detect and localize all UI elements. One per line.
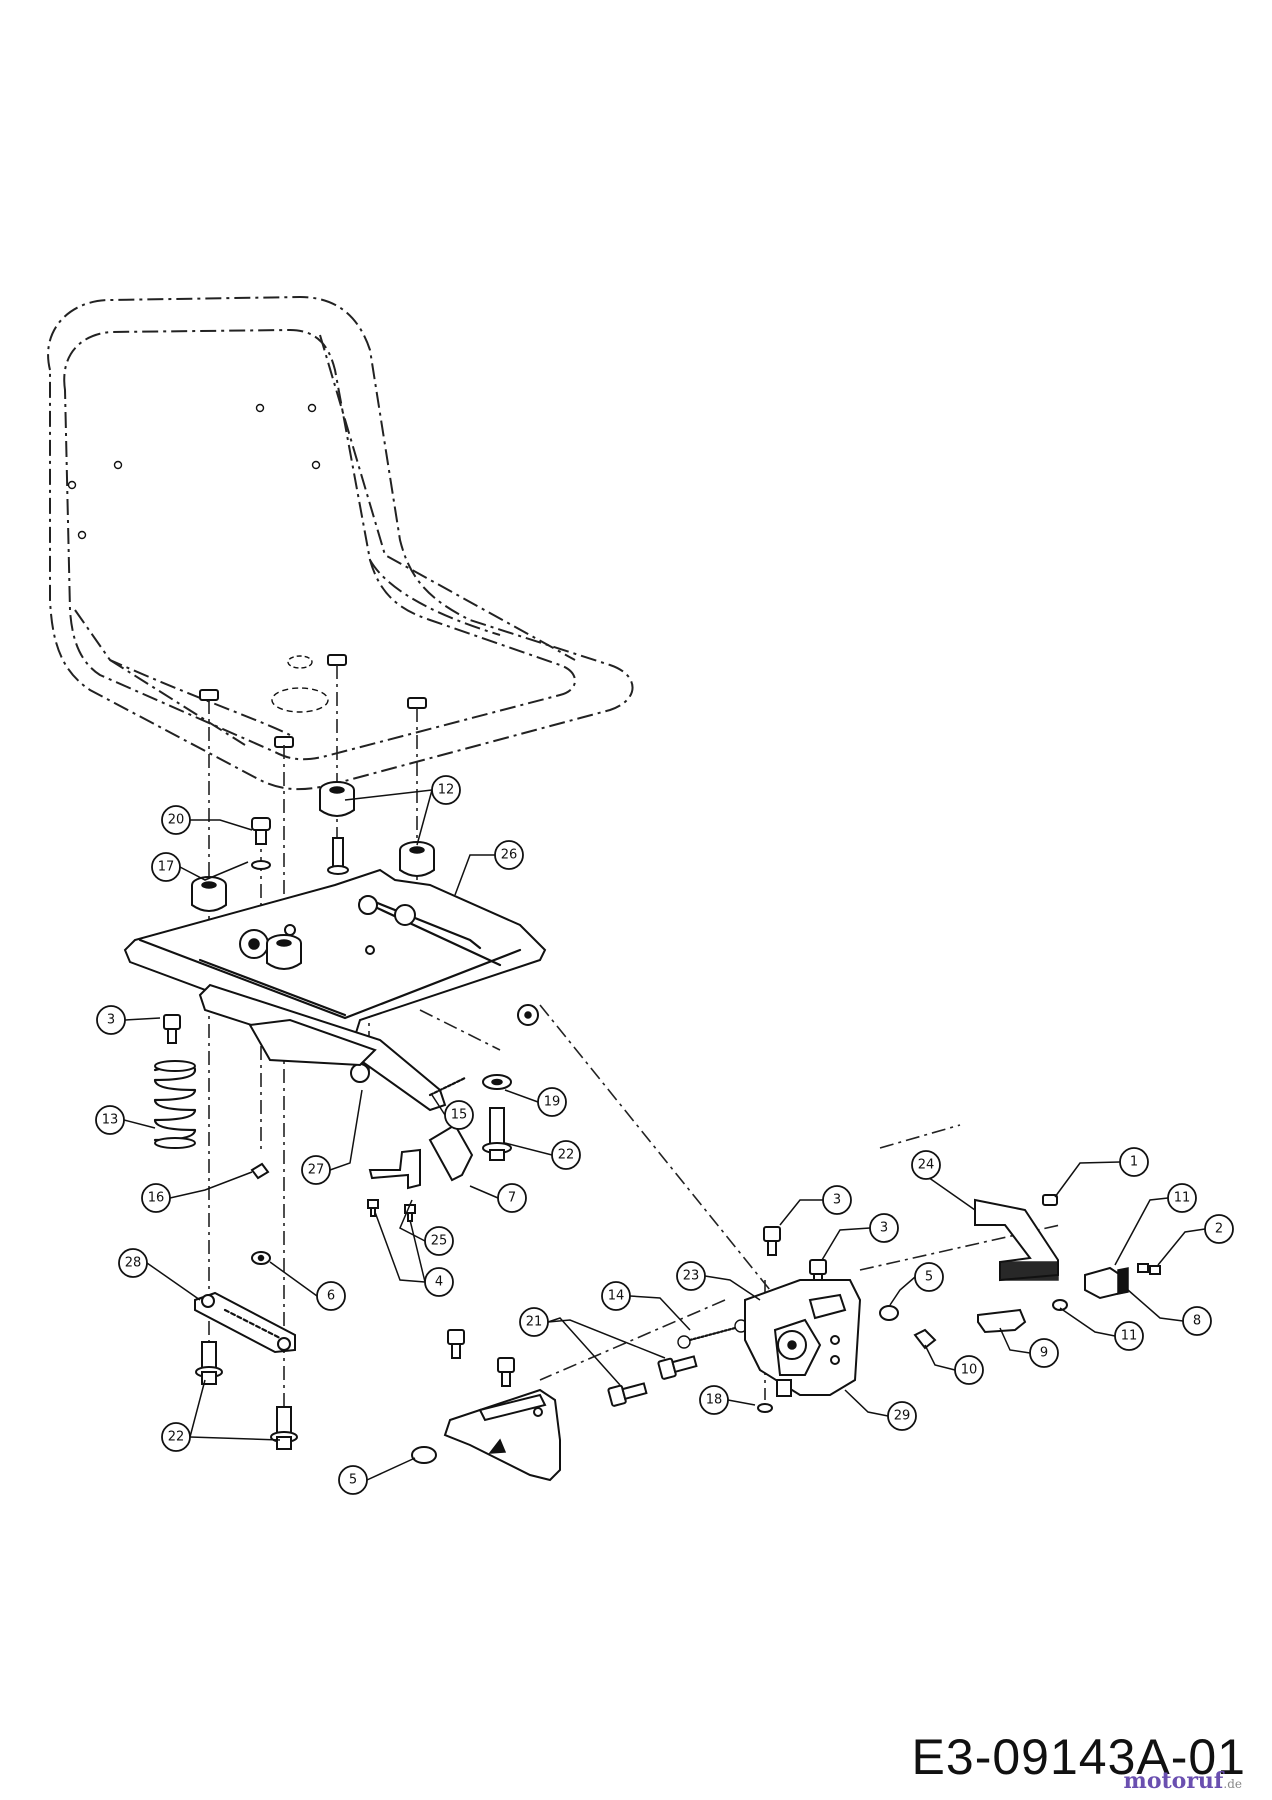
callout-9: 9 [1029,1338,1059,1368]
svg-text:24: 24 [918,1158,935,1173]
callout-27: 27 [301,1155,331,1185]
svg-text:29: 29 [894,1409,911,1424]
callout-6: 6 [316,1281,346,1311]
lower-mounting-bracket [411,1355,698,1482]
callout-26: 26 [494,840,524,870]
switch-and-hardware [913,1263,1161,1350]
callout-21: 21 [519,1307,549,1337]
callout-24: 24 [911,1150,941,1180]
svg-text:20: 20 [168,813,185,828]
compression-spring [153,1060,197,1149]
callout-2: 2 [1204,1214,1234,1244]
callout-8: 8 [1182,1306,1212,1336]
callout-23: 23 [676,1261,706,1291]
seat-outline [47,295,634,791]
small-bolt-and-washer [251,817,271,870]
svg-text:26: 26 [501,848,518,863]
svg-text:5: 5 [349,1473,357,1488]
shoulder-pins [195,1341,298,1450]
callout-22: 22 [551,1140,581,1170]
small-spring-washer-pin [428,1074,512,1161]
small-washer [757,1403,773,1413]
svg-text:11: 11 [1174,1191,1191,1206]
callout-28: 28 [118,1248,148,1278]
svg-text:10: 10 [961,1363,978,1378]
svg-text:11: 11 [1121,1329,1138,1344]
callout-5-right: 5 [914,1262,944,1292]
rubber-bushings [191,781,435,970]
callout-13: 13 [95,1105,125,1135]
pivot-pin [327,837,349,875]
callout-12: 12 [431,775,461,805]
svg-text:23: 23 [683,1269,700,1284]
switch-cover [974,1194,1059,1282]
callout-3-lower: 3 [869,1213,899,1243]
nut-and-clip [250,1162,271,1265]
callout-3: 3 [96,1005,126,1035]
svg-text:8: 8 [1193,1314,1201,1329]
adjuster-plate [194,1291,296,1354]
callouts: 20 17 12 26 3 13 15 19 22 27 7 16 25 4 6… [95,775,1234,1495]
svg-text:21: 21 [526,1315,543,1330]
svg-text:15: 15 [451,1108,468,1123]
svg-text:19: 19 [544,1095,561,1110]
svg-text:12: 12 [438,783,455,798]
svg-text:3: 3 [880,1221,888,1236]
callout-29: 29 [887,1401,917,1431]
svg-text:28: 28 [125,1256,142,1271]
watermark-logo: motoruf.de [1124,1768,1242,1794]
watermark-name: motoruf [1123,1768,1224,1794]
svg-text:17: 17 [158,860,175,875]
svg-text:5: 5 [925,1270,933,1285]
callout-19: 19 [537,1087,567,1117]
svg-text:4: 4 [435,1275,443,1290]
callout-3-upper: 3 [822,1185,852,1215]
callout-20: 20 [161,805,191,835]
svg-text:25: 25 [431,1234,448,1249]
svg-text:2: 2 [1215,1222,1223,1237]
callout-14: 14 [601,1281,631,1311]
svg-text:3: 3 [107,1013,115,1028]
svg-text:6: 6 [327,1289,335,1304]
svg-text:9: 9 [1040,1346,1048,1361]
svg-text:16: 16 [148,1191,165,1206]
extension-spring [677,1319,748,1349]
svg-text:3: 3 [833,1193,841,1208]
callout-11-upper: 11 [1167,1183,1197,1213]
svg-text:14: 14 [608,1289,625,1304]
svg-text:13: 13 [102,1113,119,1128]
callout-10: 10 [954,1355,984,1385]
svg-text:22: 22 [558,1148,575,1163]
seat-mount-bracket [123,868,547,1112]
callout-15: 15 [444,1100,474,1130]
svg-text:1: 1 [1130,1155,1138,1170]
watermark-tld: .de [1223,1777,1242,1791]
drawing-number: E3-09143A-01 [911,1729,1246,1785]
callout-22-bottom: 22 [161,1422,191,1452]
callout-7: 7 [497,1183,527,1213]
callout-11-lower: 11 [1114,1321,1144,1351]
pivot-bracket-assembly [744,1279,899,1397]
callout-1: 1 [1119,1147,1149,1177]
callout-leaders [123,789,1206,1481]
callout-18: 18 [699,1385,729,1415]
callout-17: 17 [151,852,181,882]
svg-text:18: 18 [706,1393,723,1408]
callout-5: 5 [338,1465,368,1495]
latch-and-clip [367,1123,474,1222]
svg-text:27: 27 [308,1163,325,1178]
callout-4: 4 [424,1267,454,1297]
svg-text:7: 7 [508,1191,516,1206]
callout-16: 16 [141,1183,171,1213]
callout-25: 25 [424,1226,454,1256]
svg-text:22: 22 [168,1430,185,1445]
